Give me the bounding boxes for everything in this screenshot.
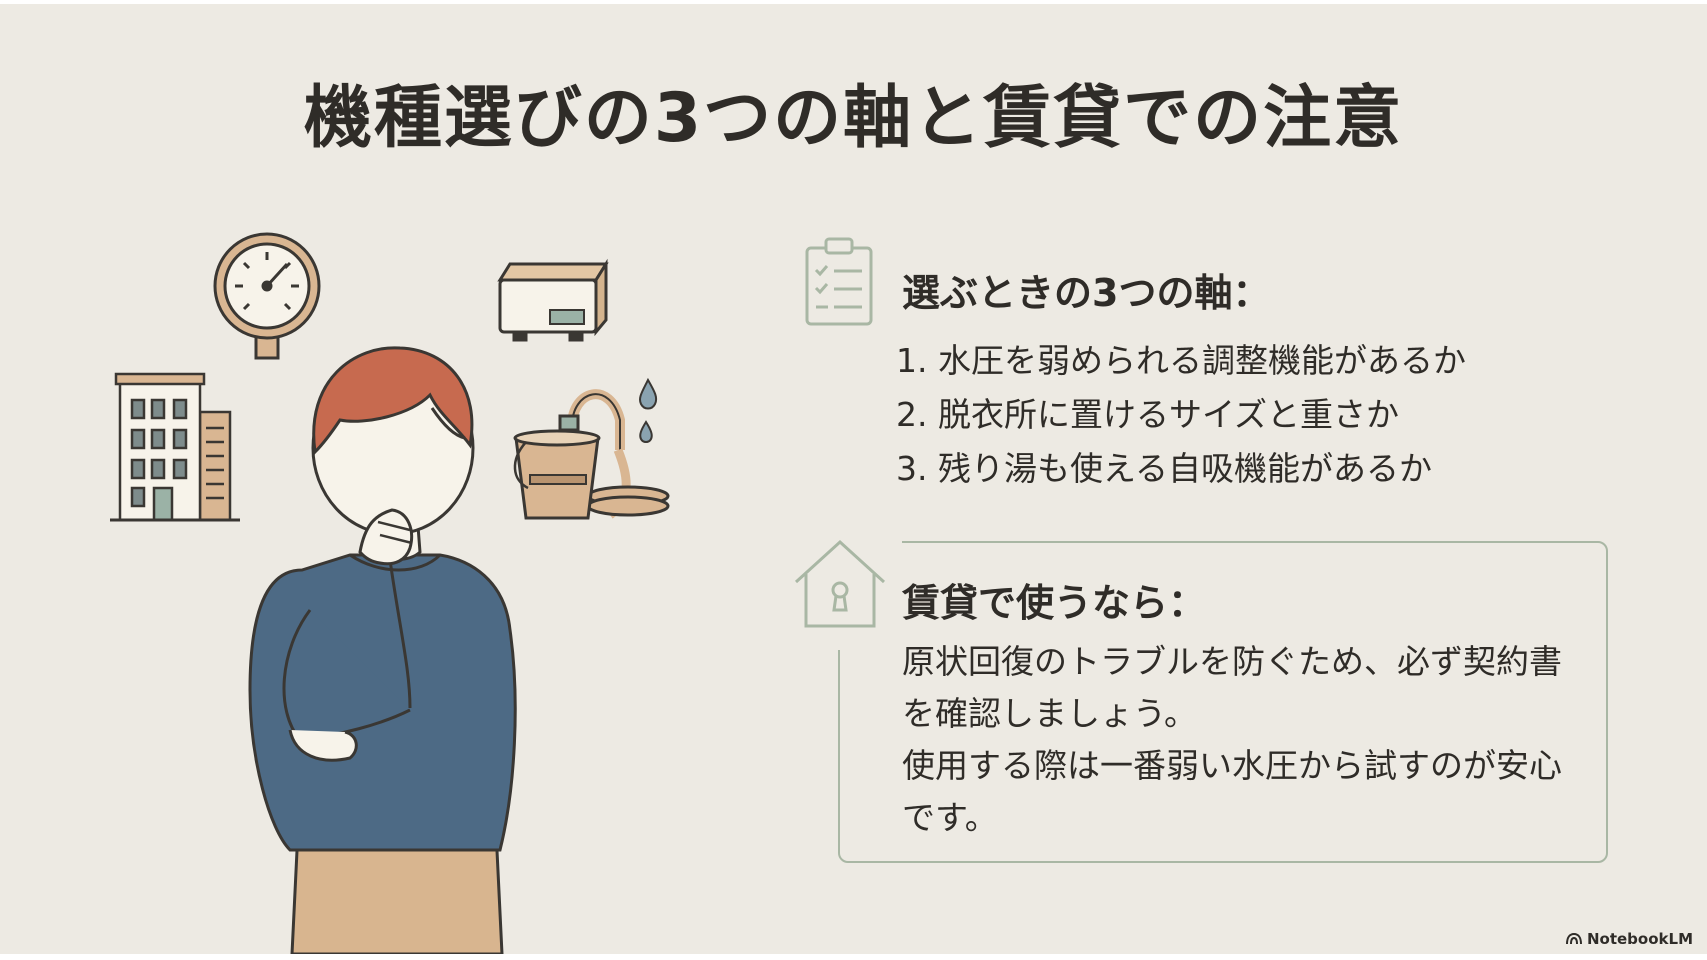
rental-note-paragraph: 使用する際は一番弱い水圧から試すのが安心です。 (902, 746, 1562, 837)
list-item: 2. 脱衣所に置けるサイズと重さか (896, 395, 1399, 434)
illustration (110, 232, 670, 954)
notebooklm-logo-icon (1565, 933, 1582, 945)
top-border (0, 0, 1707, 4)
rental-note-body: 原状回復のトラブルを防ぐため、必ず契約書を確認しましょう。 使用する際は一番弱い… (902, 636, 1592, 844)
rental-note-box (838, 541, 1608, 863)
clipboard-checklist-icon (805, 237, 873, 326)
section-heading-rental: 賃貸で使うなら： (902, 581, 1207, 625)
page-title: 機種選びの3つの軸と賃貸での注意 (303, 79, 1404, 158)
brand-watermark: NotebookLM (1565, 930, 1693, 948)
water-drop-icon (639, 420, 653, 443)
appliance-box-icon (497, 258, 609, 342)
thinking-person (248, 346, 517, 954)
apartment-building-icon (110, 372, 240, 522)
list-item: 3. 残り湯も使える自吸機能があるか (896, 449, 1432, 488)
section-heading-axes: 選ぶときの3つの軸： (902, 271, 1271, 315)
pressure-gauge-icon (213, 232, 321, 360)
bottom-border (0, 954, 1707, 960)
bucket-faucet-hose-icon (513, 389, 670, 520)
axes-list: 1. 水圧を弱められる調整機能があるか 2. 脱衣所に置けるサイズと重さか 3.… (896, 334, 1466, 496)
water-drop-icon (638, 377, 658, 410)
house-keyhole-icon (794, 539, 886, 628)
rental-note-paragraph: 原状回復のトラブルを防ぐため、必ず契約書を確認しましょう。 (902, 642, 1562, 733)
list-item: 1. 水圧を弱められる調整機能があるか (896, 341, 1466, 380)
brand-label: NotebookLM (1586, 930, 1693, 948)
